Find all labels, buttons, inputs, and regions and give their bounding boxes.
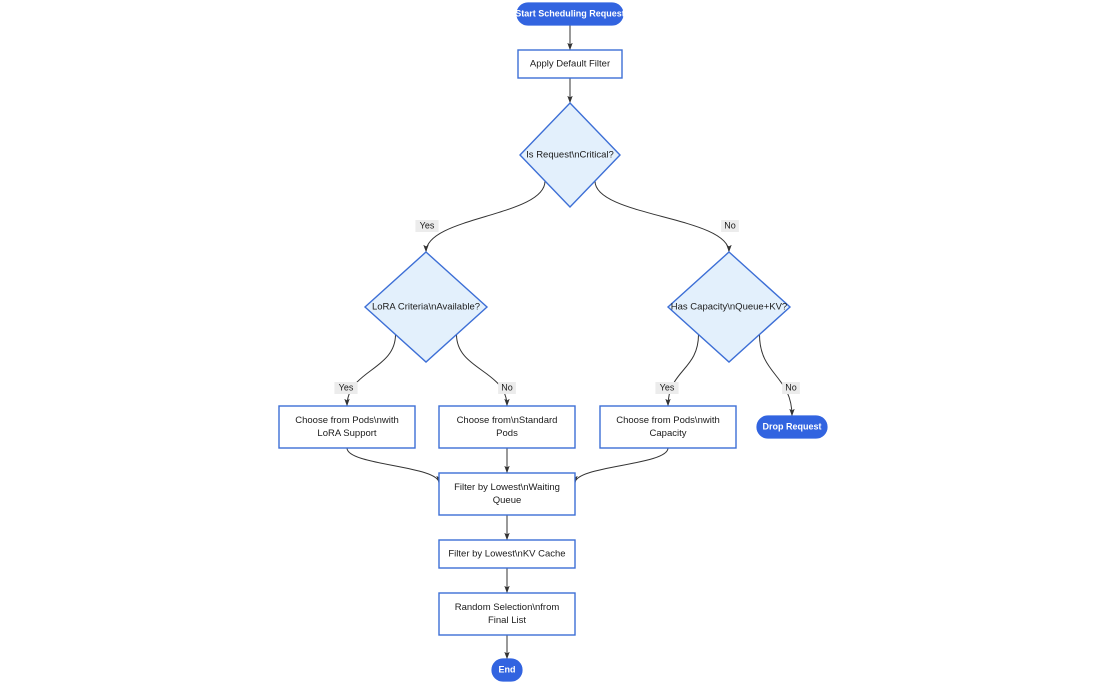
edge-label-background: [415, 220, 439, 232]
edge-pods_capacity-to-filter_queue: [572, 447, 669, 484]
edge-label-background: [721, 220, 739, 232]
node-label-lora_criteria: LoRA Criteria\nAvailable?: [372, 302, 480, 313]
node-shape-stadium: [516, 2, 624, 26]
edge-label-background: [334, 382, 358, 394]
node-label-random_select: Random Selection\nfrom: [455, 602, 560, 613]
edge-label-background: [655, 382, 679, 394]
edge-label-text: No: [501, 382, 513, 392]
edge-pods_lora-to-filter_queue: [346, 447, 442, 484]
node-label-start: Start Scheduling Request: [515, 8, 625, 18]
edge-label-text: No: [724, 220, 736, 230]
edges-layer: [344, 25, 795, 660]
edge-is_critical-to-lora_criteria: [423, 180, 546, 253]
node-label-filter_kv: Filter by Lowest\nKV Cache: [448, 549, 565, 560]
node-has_capacity[interactable]: Has Capacity\nQueue+KV?: [666, 251, 792, 363]
edge-label-lora_criteria-pods_standard: No: [498, 382, 516, 394]
node-label-filter_queue: Filter by Lowest\nWaiting: [454, 482, 560, 493]
node-label-random_select: Final List: [488, 615, 526, 626]
node-filter_kv[interactable]: Filter by Lowest\nKV Cache: [438, 539, 576, 569]
node-label-apply_filter: Apply Default Filter: [530, 59, 610, 70]
node-shape-stadium: [756, 415, 828, 439]
node-shape-rect: [278, 405, 416, 449]
node-shape-rect: [438, 592, 576, 636]
node-label-pods_capacity: Capacity: [650, 428, 687, 439]
edge-is_critical-to-has_capacity: [594, 180, 732, 253]
node-label-pods_lora: LoRA Support: [317, 428, 377, 439]
node-label-pods_capacity: Choose from Pods\nwith: [616, 415, 720, 426]
node-shape-rect: [438, 539, 576, 569]
edge-has_capacity-to-drop_request: [759, 334, 795, 417]
node-label-has_capacity: Has Capacity\nQueue+KV?: [671, 302, 787, 313]
node-is_critical[interactable]: Is Request\nCritical?: [519, 101, 621, 209]
edge-label-is_critical-has_capacity: No: [721, 220, 739, 232]
node-shape-diamond: [363, 251, 489, 363]
node-shape-rect: [517, 49, 623, 79]
node-shape-stadium: [491, 658, 523, 682]
edge-label-text: Yes: [660, 382, 675, 392]
node-label-pods_standard: Pods: [496, 428, 518, 439]
node-shape-rect: [438, 472, 576, 516]
node-label-drop_request: Drop Request: [762, 421, 821, 431]
node-shape-diamond: [519, 101, 621, 209]
edge-label-has_capacity-drop_request: No: [782, 382, 800, 394]
node-shape-rect: [438, 405, 576, 449]
edge-lora_criteria-to-pods_standard: [456, 334, 510, 407]
node-label-is_critical: Is Request\nCritical?: [526, 150, 614, 161]
edge-label-text: No: [785, 382, 797, 392]
node-label-pods_standard: Choose from\nStandard: [457, 415, 558, 426]
edge-label-is_critical-lora_criteria: Yes: [415, 220, 439, 232]
node-start[interactable]: Start Scheduling Request: [515, 2, 625, 26]
edge-label-background: [498, 382, 516, 394]
node-apply_filter[interactable]: Apply Default Filter: [517, 49, 623, 79]
edge-label-text: Yes: [420, 220, 435, 230]
edge-lora_criteria-to-pods_lora: [344, 334, 396, 407]
node-drop_request[interactable]: Drop Request: [756, 415, 828, 439]
edge-has_capacity-to-pods_capacity: [665, 334, 699, 407]
edge-label-lora_criteria-pods_lora: Yes: [334, 382, 358, 394]
node-shape-rect: [599, 405, 737, 449]
edge-label-text: Yes: [339, 382, 354, 392]
node-lora_criteria[interactable]: LoRA Criteria\nAvailable?: [363, 251, 489, 363]
node-label-end: End: [499, 664, 516, 674]
node-label-filter_queue: Queue: [493, 495, 522, 506]
node-end[interactable]: End: [491, 658, 523, 682]
edge-label-background: [782, 382, 800, 394]
node-label-pods_lora: Choose from Pods\nwith: [295, 415, 399, 426]
edge-label-has_capacity-pods_capacity: Yes: [655, 382, 679, 394]
node-shape-diamond: [666, 251, 792, 363]
